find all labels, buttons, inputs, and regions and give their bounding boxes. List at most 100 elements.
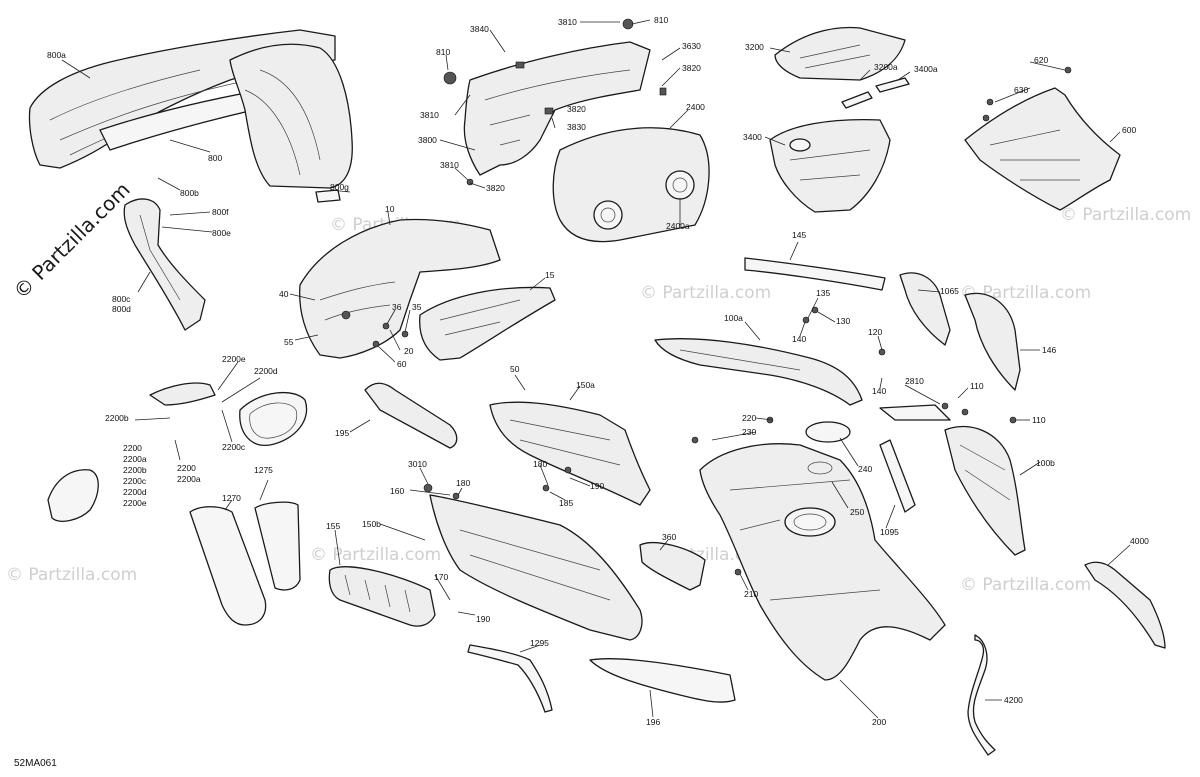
clip-icon: [941, 402, 949, 410]
callout-label: 810: [654, 15, 668, 25]
callout-label: 35: [412, 302, 422, 312]
callout-label: 800g: [330, 182, 349, 192]
grommet-icon: [423, 483, 433, 493]
washer-icon: [382, 322, 390, 330]
callout-label: 2200a: [177, 474, 201, 484]
screw-icon: [802, 316, 810, 324]
callout-label: 1065: [940, 286, 959, 296]
callout-label: 3400: [743, 132, 762, 142]
part-155-vent: [328, 566, 436, 627]
part-145-strip: [744, 257, 886, 291]
part-2200-mirror: [47, 382, 308, 522]
clip-icon: [564, 466, 572, 474]
part-800-side-panel: [229, 43, 353, 189]
callout-label: 190: [590, 481, 604, 491]
clip-icon: [659, 87, 667, 96]
faint-watermarks: © Partzilla.com © Partzilla.com © Partzi…: [6, 205, 1191, 595]
callout-label: 180: [533, 459, 547, 469]
part-3400a-strip: [875, 77, 910, 93]
part-100b-side-panel: [944, 425, 1026, 556]
part-360-bracket: [639, 542, 706, 591]
callout-label: 3820: [567, 104, 586, 114]
part-2400-headlight: [552, 127, 710, 243]
clip-icon: [961, 408, 969, 416]
callout-label: 800a: [47, 50, 66, 60]
callout-label: 3630: [682, 41, 701, 51]
callout-label: 250: [850, 507, 864, 517]
callout-label: 240: [858, 464, 872, 474]
screw-icon: [986, 98, 994, 106]
clip-icon: [544, 107, 554, 115]
callout-label: 190: [476, 614, 490, 624]
part-146-panel: [964, 292, 1021, 391]
part-3200a-strip: [841, 91, 873, 109]
callout-label: 360: [662, 532, 676, 542]
callout-label: 130: [836, 316, 850, 326]
callout-label: 2200e: [222, 354, 246, 364]
callout-label: 110: [970, 381, 984, 391]
callout-label: 36: [392, 302, 402, 312]
partzilla-watermark: © Partzilla.com: [9, 177, 135, 303]
part-15-bracket: [419, 286, 556, 361]
callout-label: 810: [436, 47, 450, 57]
callout-label: 2400a: [666, 221, 690, 231]
screw-icon: [452, 492, 460, 500]
callout-label: 140: [872, 386, 886, 396]
part-600-rear-panel: [964, 66, 1121, 211]
callout-label: 3810: [558, 17, 577, 27]
callout-label: 60: [397, 359, 407, 369]
callout-label: 110: [1032, 415, 1046, 425]
callout-label: 4000: [1130, 536, 1149, 546]
callout-label: 210: [744, 589, 758, 599]
watermark-text: © Partzilla.com: [640, 283, 771, 303]
callout-label: 170: [434, 572, 448, 582]
callout-label: 620: [1034, 55, 1048, 65]
watermark-text: © Partzilla.com: [960, 575, 1091, 595]
callout-label: 100b: [1036, 458, 1055, 468]
callout-label: 15: [545, 270, 555, 280]
callout-label: 800d: [112, 304, 131, 314]
part-4200-strip: [967, 634, 996, 756]
part-195-trim: [364, 382, 458, 449]
callout-label: 800f: [212, 207, 229, 217]
part-1095-strip: [879, 439, 916, 513]
part-250-seal: [807, 461, 833, 475]
leader-lines: [61, 19, 1131, 719]
callout-label: 2200a: [123, 454, 147, 464]
callout-label: 1095: [880, 527, 899, 537]
callout-label: 120: [868, 327, 882, 337]
callout-label: 196: [646, 717, 660, 727]
callout-label: 2400: [686, 102, 705, 112]
callout-label: 2200c: [222, 442, 246, 452]
callout-label: 3010: [408, 459, 427, 469]
callout-label: 135: [816, 288, 830, 298]
callout-label: 3830: [567, 122, 586, 132]
callout-label: 180: [456, 478, 470, 488]
callout-label: 800b: [180, 188, 199, 198]
screw-icon: [1064, 66, 1072, 74]
screw-icon: [691, 436, 699, 444]
callout-label: 146: [1042, 345, 1056, 355]
part-3200-cover: [774, 26, 906, 81]
callout-label: 3400a: [914, 64, 938, 74]
callout-label: 600: [1122, 125, 1136, 135]
callout-label: 3200: [745, 42, 764, 52]
callout-label: 200: [872, 717, 886, 727]
callout-label: 3820: [682, 63, 701, 73]
callout-label: 3800: [418, 135, 437, 145]
part-1295-strip: [467, 644, 553, 713]
callout-label: 800: [208, 153, 222, 163]
diagram-reference-code: 52MA061: [14, 758, 57, 769]
washer-icon: [372, 340, 380, 348]
part-1275-pad: [254, 501, 301, 591]
part-800g-lens: [315, 189, 341, 203]
part-1065-panel: [899, 272, 951, 346]
callout-label: 2200c: [123, 476, 147, 486]
callout-label: 3820: [486, 183, 505, 193]
callout-label: 150b: [362, 519, 381, 529]
screw-icon: [341, 310, 351, 320]
callout-label: 195: [335, 428, 349, 438]
callout-label: 40: [279, 289, 289, 299]
part-150a-side-panel: [489, 401, 651, 506]
callout-label: 160: [390, 486, 404, 496]
